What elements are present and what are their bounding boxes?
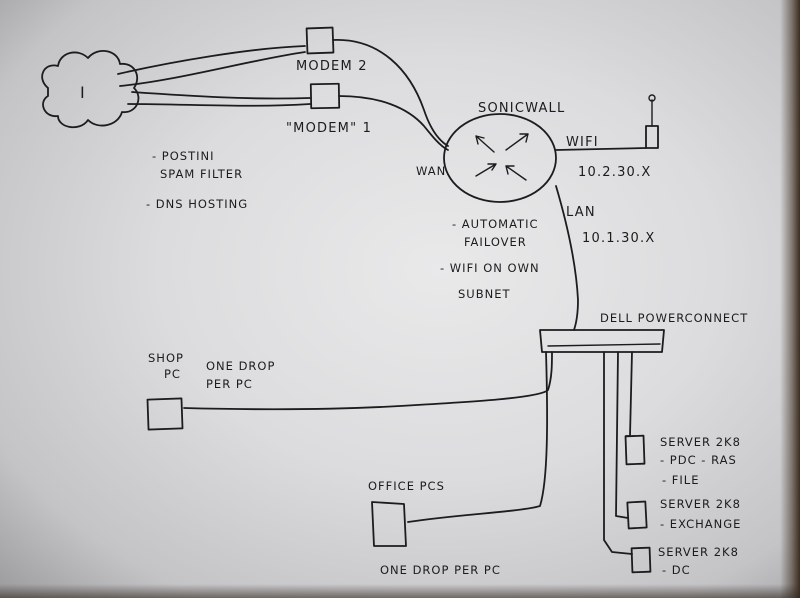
shop-pc-label: PC <box>164 367 181 381</box>
note-spam-filter: SPAM FILTER <box>160 167 243 181</box>
table-edge-right <box>780 0 800 598</box>
server1-label: SERVER 2K8 <box>660 435 741 449</box>
office-pc-box <box>371 501 407 547</box>
sonicwall-router <box>443 113 557 203</box>
sonicwall-label: SONICWALL <box>478 101 565 116</box>
note-subnet: SUBNET <box>458 287 511 301</box>
link-modem2-sonicwall <box>332 39 449 147</box>
modem1-label: "MODEM" 1 <box>286 121 372 136</box>
link-cloud-modem1b <box>127 103 311 107</box>
link-switch-server1 <box>625 351 633 437</box>
access-point-box <box>645 125 659 149</box>
shop-label: SHOP <box>148 351 184 365</box>
link-cloud-modem2b <box>119 51 306 87</box>
office-label: OFFICE PCS <box>368 479 445 493</box>
internet-label: I <box>80 83 86 102</box>
shop-pc-box <box>146 397 184 431</box>
server1-role-file: - FILE <box>662 473 700 487</box>
note-automatic: - AUTOMATIC <box>452 217 539 231</box>
link-modem1-sonicwall <box>338 95 449 151</box>
table-edge-bottom <box>0 584 800 598</box>
shop-note-per: PER PC <box>206 377 253 391</box>
link-shop-switch <box>183 351 553 411</box>
note-failover: FAILOVER <box>464 235 527 249</box>
link-cloud-modem2 <box>117 45 306 75</box>
server2-role-exchange: - EXCHANGE <box>660 517 741 531</box>
server2-label: SERVER 2K8 <box>660 497 741 511</box>
link-office-switch <box>407 351 549 523</box>
link-sonicwall-wifi <box>555 147 647 151</box>
office-note: ONE DROP PER PC <box>380 563 501 577</box>
router-arrow-se <box>505 165 527 181</box>
server1-role-pdc: - PDC - RAS <box>660 453 737 467</box>
internet-cloud <box>41 50 140 129</box>
modem2-box <box>305 26 335 55</box>
dell-switch <box>539 329 665 353</box>
server3-box <box>630 546 652 574</box>
shop-note-drop: ONE DROP <box>206 359 275 373</box>
router-arrow-sw <box>475 163 497 177</box>
link-switch-server3 <box>603 351 633 555</box>
server2-box <box>626 500 648 530</box>
note-wifi-own: - WIFI ON OWN <box>440 261 540 275</box>
antenna-signal-icon <box>648 94 656 102</box>
link-cloud-modem1 <box>131 91 311 100</box>
note-postini: - POSTINI <box>152 149 215 163</box>
note-dns-hosting: - DNS HOSTING <box>146 197 248 211</box>
link-switch-server2 <box>615 351 629 519</box>
modem1-box <box>309 82 341 110</box>
router-arrow-ne <box>505 133 529 151</box>
wan-label: WAN <box>416 164 446 178</box>
wifi-label: WIFI <box>566 135 599 150</box>
server3-label: SERVER 2K8 <box>658 545 739 559</box>
wifi-subnet: 10.2.30.X <box>578 165 651 180</box>
server3-role-dc: - DC <box>662 563 691 577</box>
switch-label: DELL POWERCONNECT <box>600 311 748 325</box>
lan-subnet: 10.1.30.X <box>582 231 655 246</box>
router-arrow-nw <box>475 135 495 153</box>
switch-port-line <box>547 343 661 347</box>
lan-label: LAN <box>566 205 596 220</box>
modem2-label: MODEM 2 <box>296 59 368 74</box>
link-sonicwall-switch <box>555 185 579 331</box>
server1-box <box>624 434 646 466</box>
